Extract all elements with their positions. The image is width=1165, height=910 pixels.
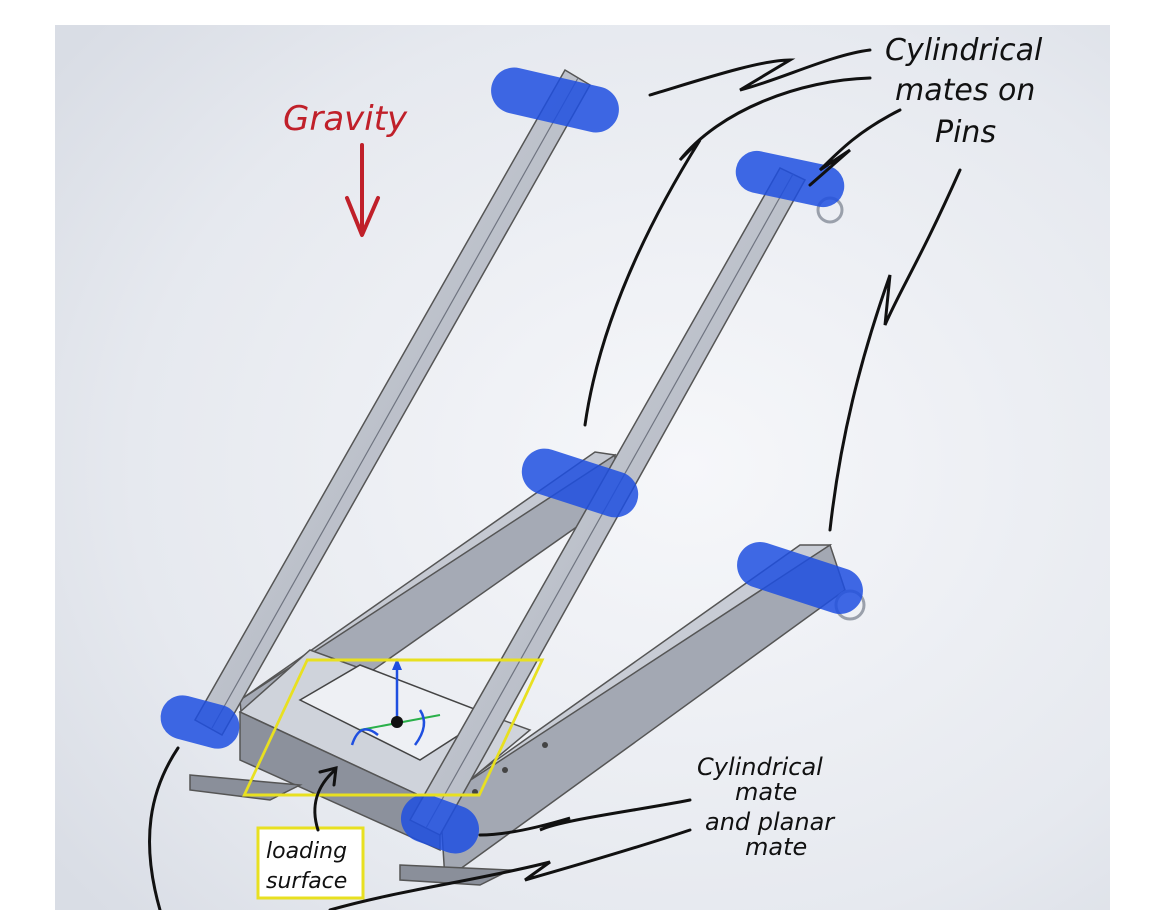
loading-surface-outline	[242, 658, 545, 797]
loading-label-line2: surface	[266, 869, 347, 894]
pins-label-line1: Cylindrical	[885, 33, 1043, 68]
mate-highlight-top-right	[735, 150, 845, 208]
gravity-arrow-icon	[345, 143, 380, 237]
pins-annotation: Cylindrical mates on Pins	[885, 33, 1043, 150]
gravity-label: Gravity	[283, 99, 408, 139]
triad-origin	[391, 716, 403, 728]
base-leader-lines	[148, 746, 692, 910]
pins-label-line2: mates on	[895, 73, 1035, 108]
loading-label-line1: loading	[266, 839, 347, 864]
cross-member-front	[239, 710, 441, 852]
base-label-line3: and planar	[705, 808, 836, 836]
base-annotation: Cylindrical mate and planar mate	[697, 753, 836, 861]
loading-arrow-icon	[313, 766, 338, 832]
base-label-line4: mate	[745, 833, 807, 861]
mate-highlight-bottom-left	[160, 695, 240, 749]
front-foot	[399, 864, 513, 886]
mate-highlight-top-left	[491, 67, 619, 133]
loading-label-box: loading surface	[256, 826, 365, 900]
mate-highlight-middle	[521, 448, 639, 518]
pins-leader-lines	[583, 48, 962, 532]
mate-highlight-bottom-front	[400, 794, 480, 854]
mate-highlight-right	[737, 542, 863, 614]
pins-label-line3: Pins	[935, 115, 996, 150]
base-label-line2: mate	[735, 778, 797, 806]
mate-highlights	[160, 67, 863, 854]
base-label-line1: Cylindrical	[697, 753, 823, 781]
